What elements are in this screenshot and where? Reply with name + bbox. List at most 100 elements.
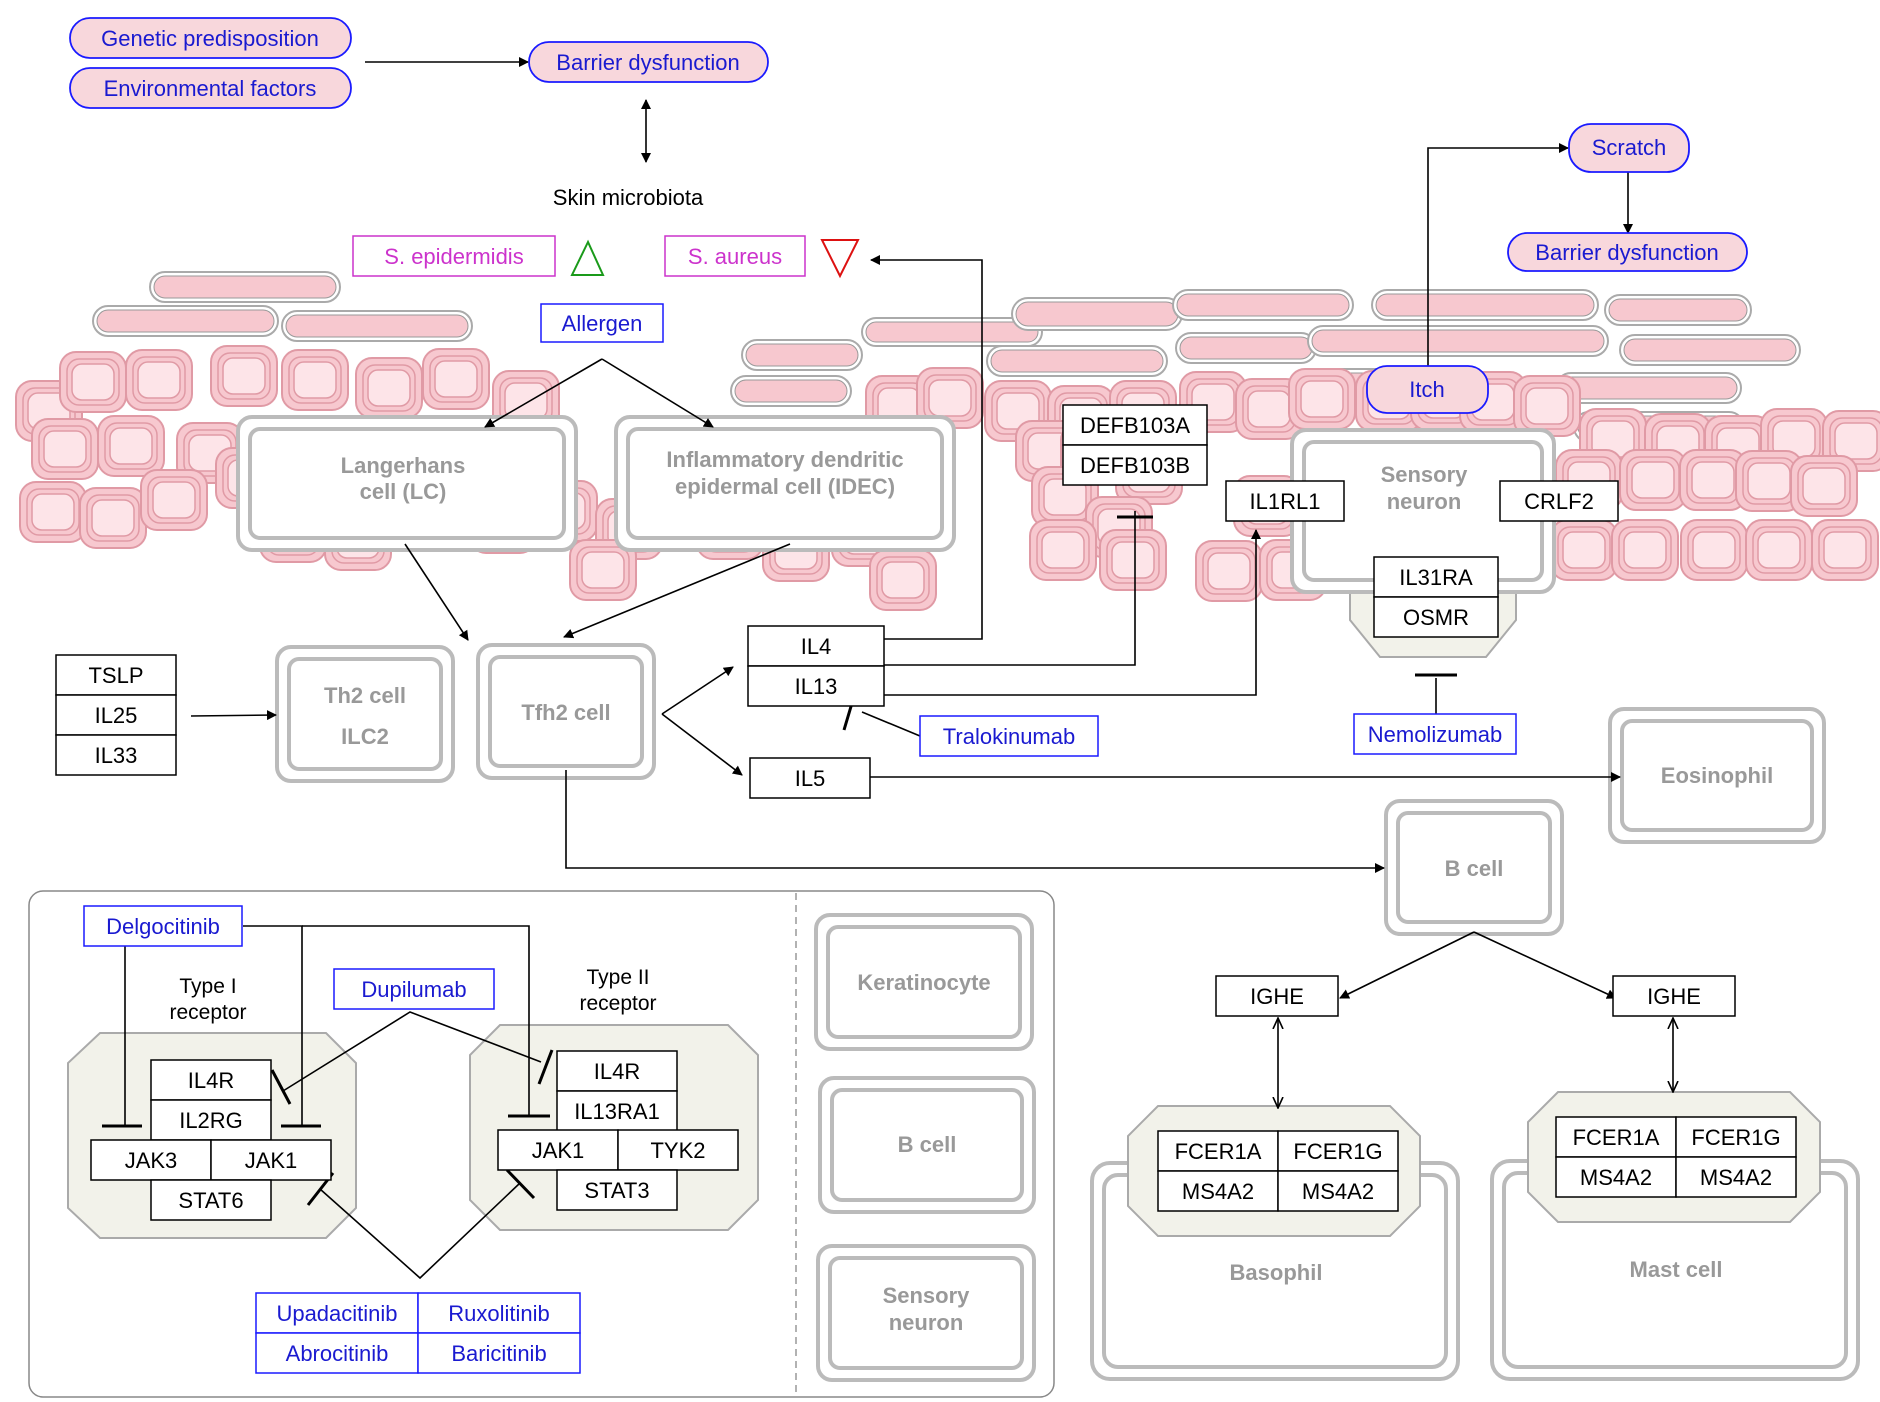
s-epidermidis-box[interactable] <box>352 235 556 277</box>
skin-microbiota-label: Skin microbiota <box>553 185 704 210</box>
t1-stat6-gene[interactable]: STAT6 <box>150 1179 272 1221</box>
tslp-gene-label: TSLP <box>88 663 143 688</box>
flattened-keratinocyte <box>861 317 1043 347</box>
flattened-keratinocyte <box>730 375 852 407</box>
t1-jak3-gene-label: JAK3 <box>125 1148 178 1173</box>
pill-genetic[interactable]: Genetic predisposition <box>69 17 352 59</box>
t2-jak1-gene[interactable]: JAK1 <box>497 1129 619 1171</box>
pill-barrier-right[interactable]: Barrier dysfunction <box>1507 232 1748 272</box>
nemolizumab-drug[interactable]: Nemolizumab <box>1353 713 1517 755</box>
mast-ms4a2-gene-label: MS4A2 <box>1580 1165 1652 1190</box>
delgocitinib-drug[interactable]: Delgocitinib <box>83 905 243 947</box>
tslp-gene[interactable]: TSLP <box>55 654 177 696</box>
mast-cell-label: Mast cell <box>1630 1257 1723 1282</box>
il4-gene[interactable]: IL4 <box>747 625 885 667</box>
eosinophil-cell[interactable]: Eosinophil <box>1608 707 1826 844</box>
basal-keratinocyte <box>79 487 147 549</box>
ighe-left-gene[interactable]: IGHE <box>1215 975 1339 1017</box>
t2-tyk2-gene[interactable]: TYK2 <box>617 1129 739 1171</box>
flattened-keratinocyte <box>281 310 473 342</box>
s-epidermidis-label: S. epidermidis <box>384 244 523 269</box>
il25-gene[interactable]: IL25 <box>55 694 177 736</box>
b-cell-label: B cell <box>1445 856 1504 881</box>
baricitinib-drug[interactable]: Baricitinib <box>417 1332 581 1374</box>
basal-keratinocyte <box>916 367 984 429</box>
type2-title-1: Type II <box>586 966 649 989</box>
osmr-gene[interactable]: OSMR <box>1373 596 1499 638</box>
mast-ms4a2-gene[interactable]: MS4A2 <box>1555 1156 1677 1198</box>
flattened-keratinocyte <box>1604 294 1752 326</box>
baso-ms4a2-gene[interactable]: MS4A2 <box>1157 1170 1279 1212</box>
inhibit-t1-il4r <box>270 1069 292 1105</box>
type1-title-2: receptor <box>169 1001 246 1024</box>
s-aureus-box[interactable] <box>664 235 806 277</box>
basal-keratinocyte <box>1745 519 1813 581</box>
dupilumab-drug[interactable]: Dupilumab <box>333 968 495 1010</box>
basal-keratinocyte <box>1680 519 1748 581</box>
t1-jak3-gene[interactable]: JAK3 <box>90 1139 212 1181</box>
basal-keratinocyte <box>869 549 937 611</box>
defb103b-gene[interactable]: DEFB103B <box>1062 444 1208 486</box>
t1-il4r-gene[interactable]: IL4R <box>150 1059 272 1101</box>
il5-gene-label: IL5 <box>795 766 826 791</box>
t2-stat3-gene[interactable]: STAT3 <box>556 1169 678 1211</box>
tfh2-cell[interactable]: Tfh2 cell <box>476 643 656 780</box>
crlf2-gene[interactable]: CRLF2 <box>1499 480 1619 522</box>
mast-fcer1a-gene-label: FCER1A <box>1573 1125 1660 1150</box>
flattened-keratinocyte <box>92 305 279 337</box>
defb103a-gene[interactable]: DEFB103A <box>1062 404 1208 446</box>
idec-cell[interactable]: Inflammatory dendritic epidermal cell (I… <box>614 415 956 552</box>
il33-gene[interactable]: IL33 <box>55 734 177 776</box>
il31ra-gene-label: IL31RA <box>1399 565 1473 590</box>
ighe-right-gene[interactable]: IGHE <box>1612 975 1736 1017</box>
t1-jak1-gene[interactable]: JAK1 <box>210 1139 332 1181</box>
inhibit-t2-jak <box>505 1168 536 1200</box>
il5-gene[interactable]: IL5 <box>749 757 871 799</box>
flattened-keratinocyte <box>1371 289 1599 321</box>
flattened-keratinocyte <box>1555 372 1742 404</box>
th2-ilc2-cell[interactable]: Th2 cell ILC2 <box>275 645 455 783</box>
langerhans-cell[interactable]: Langerhans cell (LC) <box>236 415 578 552</box>
pill-environmental[interactable]: Environmental factors <box>69 67 352 109</box>
baso-fcer1a-gene[interactable]: FCER1A <box>1157 1130 1279 1172</box>
il13-gene[interactable]: IL13 <box>747 665 885 707</box>
il31ra-gene[interactable]: IL31RA <box>1373 556 1499 598</box>
type2-title-2: receptor <box>579 992 656 1015</box>
ighe-left-gene-label: IGHE <box>1250 984 1304 1009</box>
ruxolitinib-drug[interactable]: Ruxolitinib <box>417 1292 581 1334</box>
flattened-keratinocyte <box>986 345 1168 377</box>
mast-fcer1a-gene[interactable]: FCER1A <box>1555 1116 1677 1158</box>
baso-ms4a2-gene-label: MS4A2 <box>1302 1179 1374 1204</box>
basal-keratinocyte <box>1029 519 1097 581</box>
t1-il4r-gene-label: IL4R <box>188 1068 234 1093</box>
pill-scratch[interactable]: Scratch <box>1568 123 1690 173</box>
basal-keratinocyte <box>31 418 99 480</box>
upadacitinib-drug[interactable]: Upadacitinib <box>255 1292 419 1334</box>
baso-ms4a2-gene[interactable]: MS4A2 <box>1277 1170 1399 1212</box>
mast-fcer1g-gene-label: FCER1G <box>1691 1125 1780 1150</box>
mast-fcer1g-gene[interactable]: FCER1G <box>1675 1116 1797 1158</box>
baso-fcer1g-gene[interactable]: FCER1G <box>1277 1130 1399 1172</box>
t1-il2rg-gene[interactable]: IL2RG <box>150 1099 272 1141</box>
il1rl1-gene[interactable]: IL1RL1 <box>1225 480 1345 522</box>
basal-keratinocyte <box>1195 540 1263 602</box>
pill-itch[interactable]: Itch <box>1366 365 1489 414</box>
ilc2-label: ILC2 <box>341 724 389 749</box>
t2-il13ra1-gene[interactable]: IL13RA1 <box>556 1090 678 1132</box>
t2-il4r-gene[interactable]: IL4R <box>556 1050 678 1092</box>
basal-keratinocyte <box>19 481 87 543</box>
inhibit-t2-il4r <box>537 1049 554 1085</box>
pill-barrier-top[interactable]: Barrier dysfunction <box>528 41 769 83</box>
b-cell[interactable]: B cell <box>1384 799 1564 936</box>
mast-ms4a2-gene[interactable]: MS4A2 <box>1675 1156 1797 1198</box>
defb103a-gene-label: DEFB103A <box>1080 413 1190 438</box>
sensory-label-1: Sensory <box>1381 462 1469 487</box>
allergen-box[interactable]: Allergen <box>540 303 664 343</box>
delgocitinib-drug-label: Delgocitinib <box>106 914 220 939</box>
arrow-allergen-to-idec <box>601 358 714 428</box>
abrocitinib-drug[interactable]: Abrocitinib <box>255 1332 419 1374</box>
basal-keratinocyte <box>355 357 423 419</box>
legend-sensory-neuron: Sensory neuron <box>816 1244 1036 1382</box>
tralokinumab-drug[interactable]: Tralokinumab <box>919 715 1099 757</box>
